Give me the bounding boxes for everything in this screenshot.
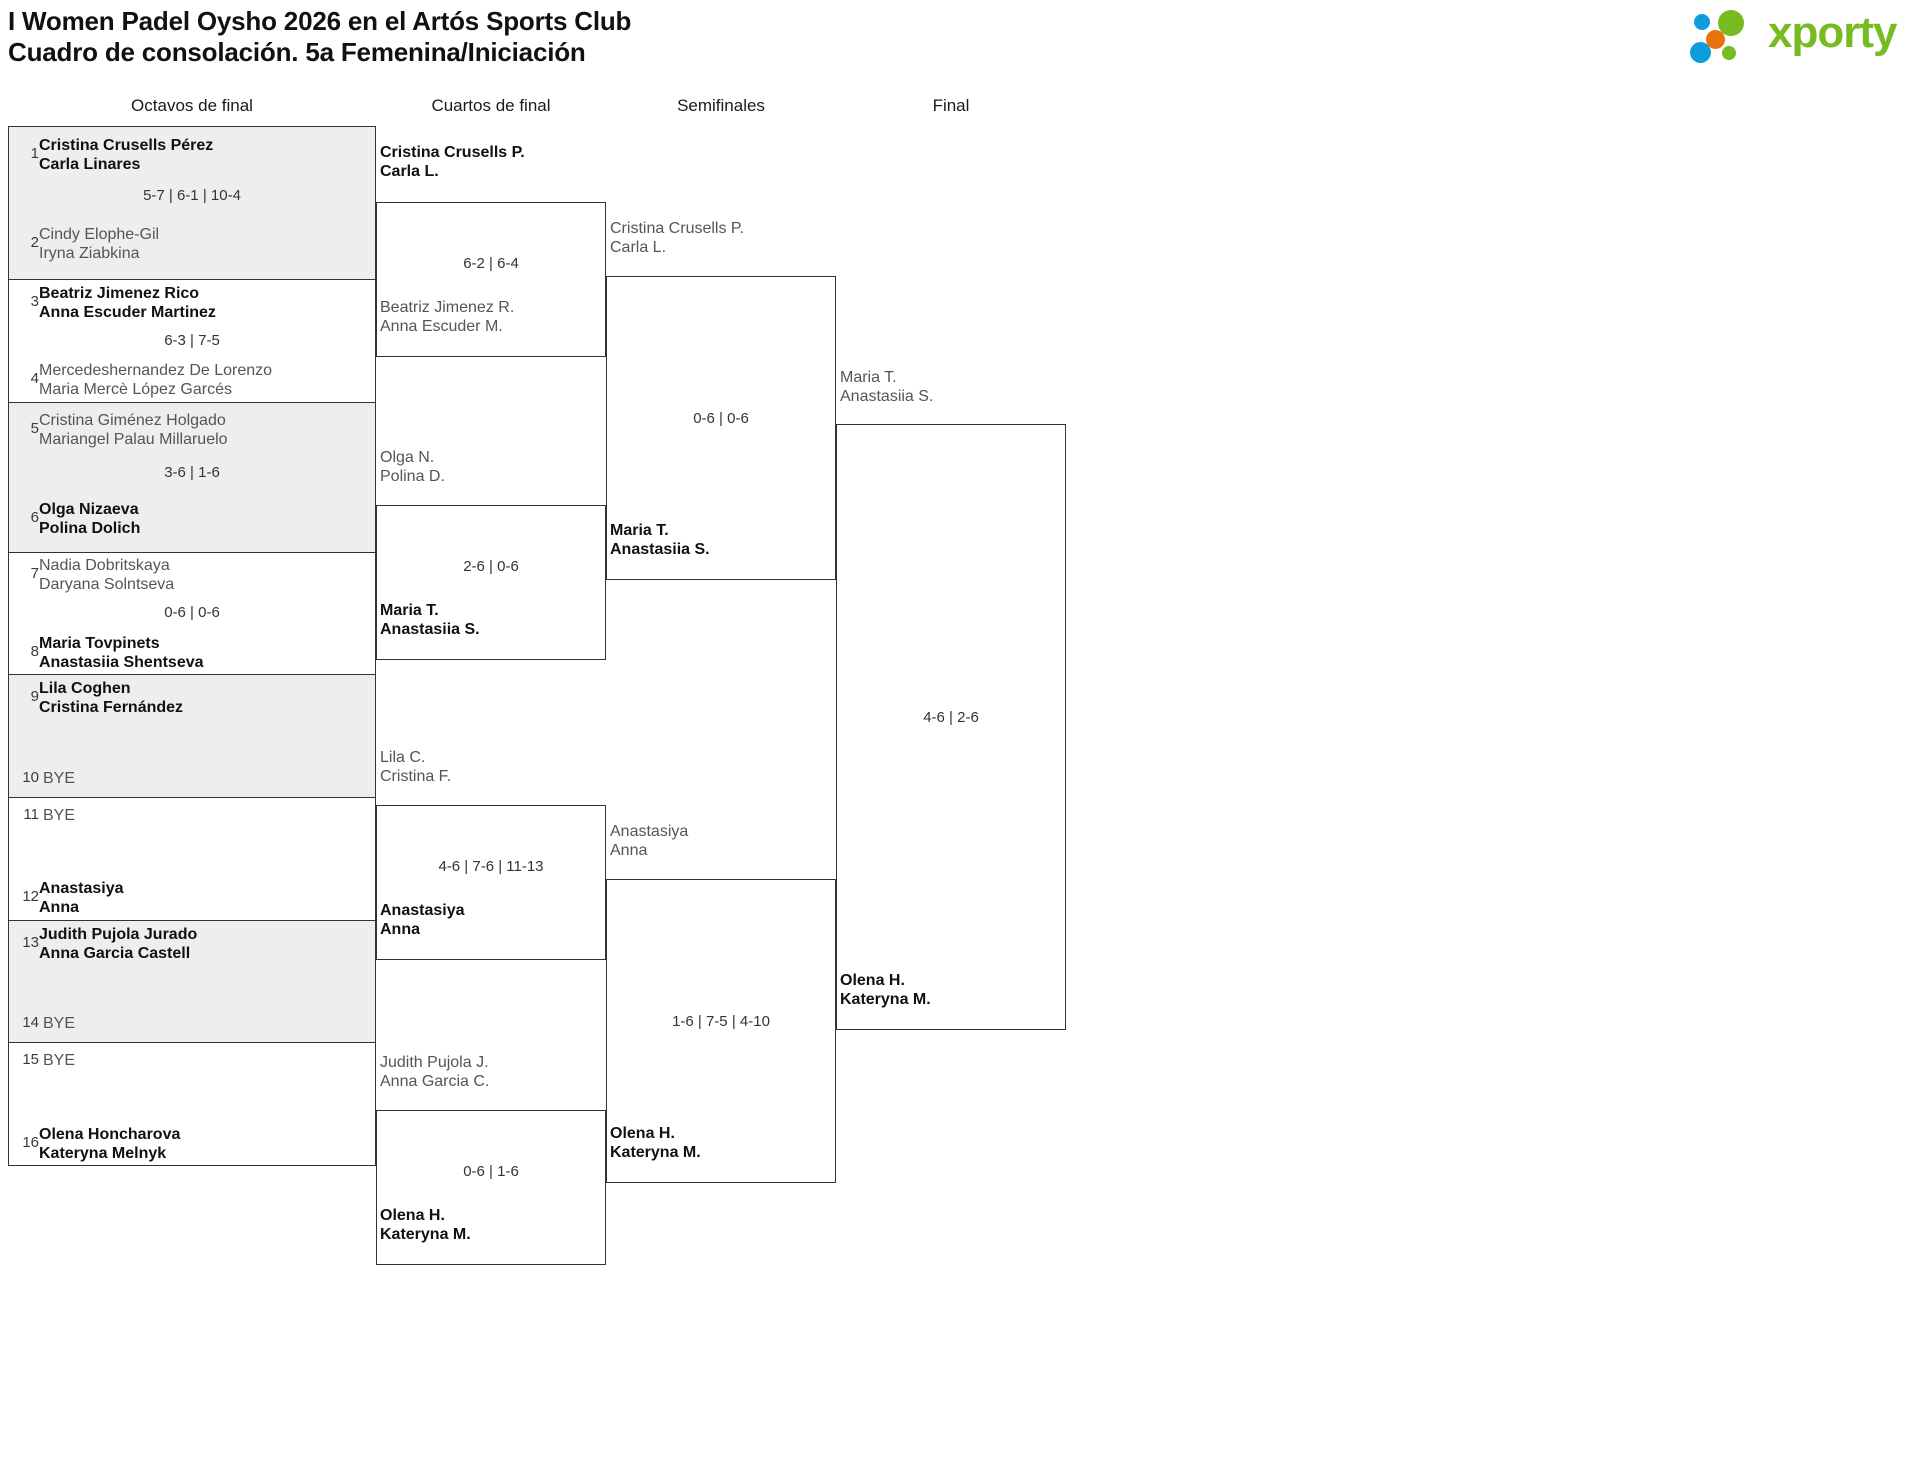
- bracket-subtitle: Cuadro de consolación. 5a Femenina/Inici…: [8, 37, 586, 67]
- team-name: Olena Honcharova Kateryna Melnyk: [39, 1126, 181, 1162]
- seed-number: 13: [22, 934, 39, 951]
- seed-number: 15: [22, 1051, 39, 1068]
- team-name: Judith Pujola Jurado Anna Garcia Castell: [39, 926, 198, 962]
- team-name: Olga Nizaeva Polina Dolich: [39, 501, 141, 537]
- tournament-name: I Women Padel Oysho 2026 en el Artós Spo…: [8, 6, 632, 36]
- team-name: Anastasiya Anna: [610, 823, 689, 859]
- team-name: BYE: [43, 1052, 76, 1069]
- round1-column: 1 Cristina Crusells Pérez Carla Linares …: [8, 126, 376, 1166]
- seed-number: 11: [23, 806, 39, 823]
- team-name: Judith Pujola J. Anna Garcia C.: [380, 1054, 490, 1090]
- team-name: Olga N. Polina D.: [380, 449, 445, 485]
- team-name: Cristina Crusells P. Carla L.: [610, 220, 744, 256]
- team-name: Cindy Elophe-Gil Iryna Ziabkina: [39, 226, 160, 262]
- logo-wordmark: xporty: [1768, 8, 1897, 57]
- round-header-octavos: Octavos de final: [131, 96, 253, 115]
- seed-number: 14: [22, 1014, 39, 1031]
- seed-number: 5: [30, 420, 39, 437]
- team-name: BYE: [43, 770, 76, 787]
- match-box-qf2[interactable]: 2-6 | 0-6: [376, 505, 606, 660]
- page-title: I Women Padel Oysho 2026 en el Artós Spo…: [8, 6, 631, 68]
- match-score: 3-6 | 1-6: [164, 464, 220, 481]
- logo-dot-green-small: [1722, 46, 1736, 60]
- team-name: Nadia Dobritskaya Daryana Solntseva: [39, 557, 175, 593]
- team-name: BYE: [43, 807, 76, 824]
- match-score: 1-6 | 7-5 | 4-10: [672, 1013, 770, 1030]
- match-score: 4-6 | 7-6 | 11-13: [438, 858, 544, 875]
- seed-number: 9: [30, 688, 39, 705]
- match-row[interactable]: 5 Cristina Giménez Holgado Mariangel Pal…: [8, 402, 376, 552]
- team-name: Cristina Crusells Pérez Carla Linares: [39, 137, 214, 173]
- team-name: Beatriz Jimenez Rico Anna Escuder Martin…: [39, 285, 216, 321]
- logo-dot-orange: [1706, 30, 1725, 49]
- round-header-final: Final: [932, 96, 970, 115]
- match-score: 6-3 | 7-5: [164, 332, 220, 349]
- seed-number: 1: [30, 145, 39, 162]
- seed-number: 8: [30, 643, 39, 660]
- logo-dots-icon: [1690, 8, 1764, 63]
- team-name: Anastasiya Anna: [380, 902, 465, 938]
- match-score: 5-7 | 6-1 | 10-4: [143, 187, 241, 204]
- xporty-logo[interactable]: xporty: [1684, 4, 1914, 63]
- match-row[interactable]: 9 Lila Coghen Cristina Fernández 10 BYE: [8, 674, 376, 797]
- team-name: Maria T. Anastasiia S.: [840, 369, 934, 405]
- team-name: Cristina Giménez Holgado Mariangel Palau…: [39, 412, 228, 448]
- seed-number: 3: [30, 293, 39, 310]
- logo-dot-green-large: [1718, 10, 1744, 36]
- match-box-qf4[interactable]: 0-6 | 1-6: [376, 1110, 606, 1265]
- team-name: Maria Tovpinets Anastasiia Shentseva: [39, 635, 204, 671]
- match-box-sf2[interactable]: 1-6 | 7-5 | 4-10: [606, 879, 836, 1183]
- match-row[interactable]: 13 Judith Pujola Jurado Anna Garcia Cast…: [8, 920, 376, 1042]
- match-row[interactable]: 1 Cristina Crusells Pérez Carla Linares …: [8, 126, 376, 279]
- match-box-qf1[interactable]: 6-2 | 6-4: [376, 202, 606, 357]
- team-name: Beatriz Jimenez R. Anna Escuder M.: [380, 299, 515, 335]
- match-row[interactable]: 3 Beatriz Jimenez Rico Anna Escuder Mart…: [8, 279, 376, 402]
- seed-number: 10: [22, 769, 39, 786]
- logo-dot-blue-small: [1694, 14, 1710, 30]
- match-row[interactable]: 7 Nadia Dobritskaya Daryana Solntseva 0-…: [8, 552, 376, 674]
- team-name: BYE: [43, 1015, 76, 1032]
- team-name: Olena H. Kateryna M.: [610, 1125, 701, 1161]
- match-row[interactable]: 15 BYE 16 Olena Honcharova Kateryna Meln…: [8, 1042, 376, 1166]
- team-name: Lila C. Cristina F.: [380, 749, 452, 785]
- seed-number: 6: [30, 509, 39, 526]
- team-name: Lila Coghen Cristina Fernández: [39, 680, 184, 716]
- seed-number: 12: [22, 888, 39, 905]
- match-box-final[interactable]: 4-6 | 2-6: [836, 424, 1066, 1030]
- seed-number: 2: [30, 234, 39, 251]
- match-score: 0-6 | 1-6: [463, 1163, 519, 1180]
- team-name: Maria T. Anastasiia S.: [380, 602, 480, 638]
- team-name: Cristina Crusells P. Carla L.: [380, 144, 525, 180]
- seed-number: 16: [22, 1134, 39, 1151]
- logo-dot-blue-large: [1690, 42, 1711, 63]
- match-score: 0-6 | 0-6: [693, 410, 749, 427]
- team-name: Olena H. Kateryna M.: [380, 1207, 471, 1243]
- match-box-qf3[interactable]: 4-6 | 7-6 | 11-13: [376, 805, 606, 960]
- round-header-semifinales: Semifinales: [677, 96, 765, 115]
- team-name: Olena H. Kateryna M.: [840, 972, 931, 1008]
- team-name: Mercedeshernandez De Lorenzo Maria Mercè…: [39, 362, 273, 398]
- match-row[interactable]: 11 BYE 12 Anastasiya Anna: [8, 797, 376, 920]
- round-header-cuartos: Cuartos de final: [431, 96, 551, 115]
- team-name: Maria T. Anastasiia S.: [610, 522, 710, 558]
- match-box-sf1[interactable]: 0-6 | 0-6: [606, 276, 836, 580]
- match-score: 0-6 | 0-6: [164, 604, 220, 621]
- seed-number: 7: [30, 565, 39, 582]
- seed-number: 4: [30, 370, 39, 387]
- match-score: 2-6 | 0-6: [463, 558, 519, 575]
- match-score: 4-6 | 2-6: [923, 709, 979, 726]
- team-name: Anastasiya Anna: [39, 880, 124, 916]
- match-score: 6-2 | 6-4: [463, 255, 519, 272]
